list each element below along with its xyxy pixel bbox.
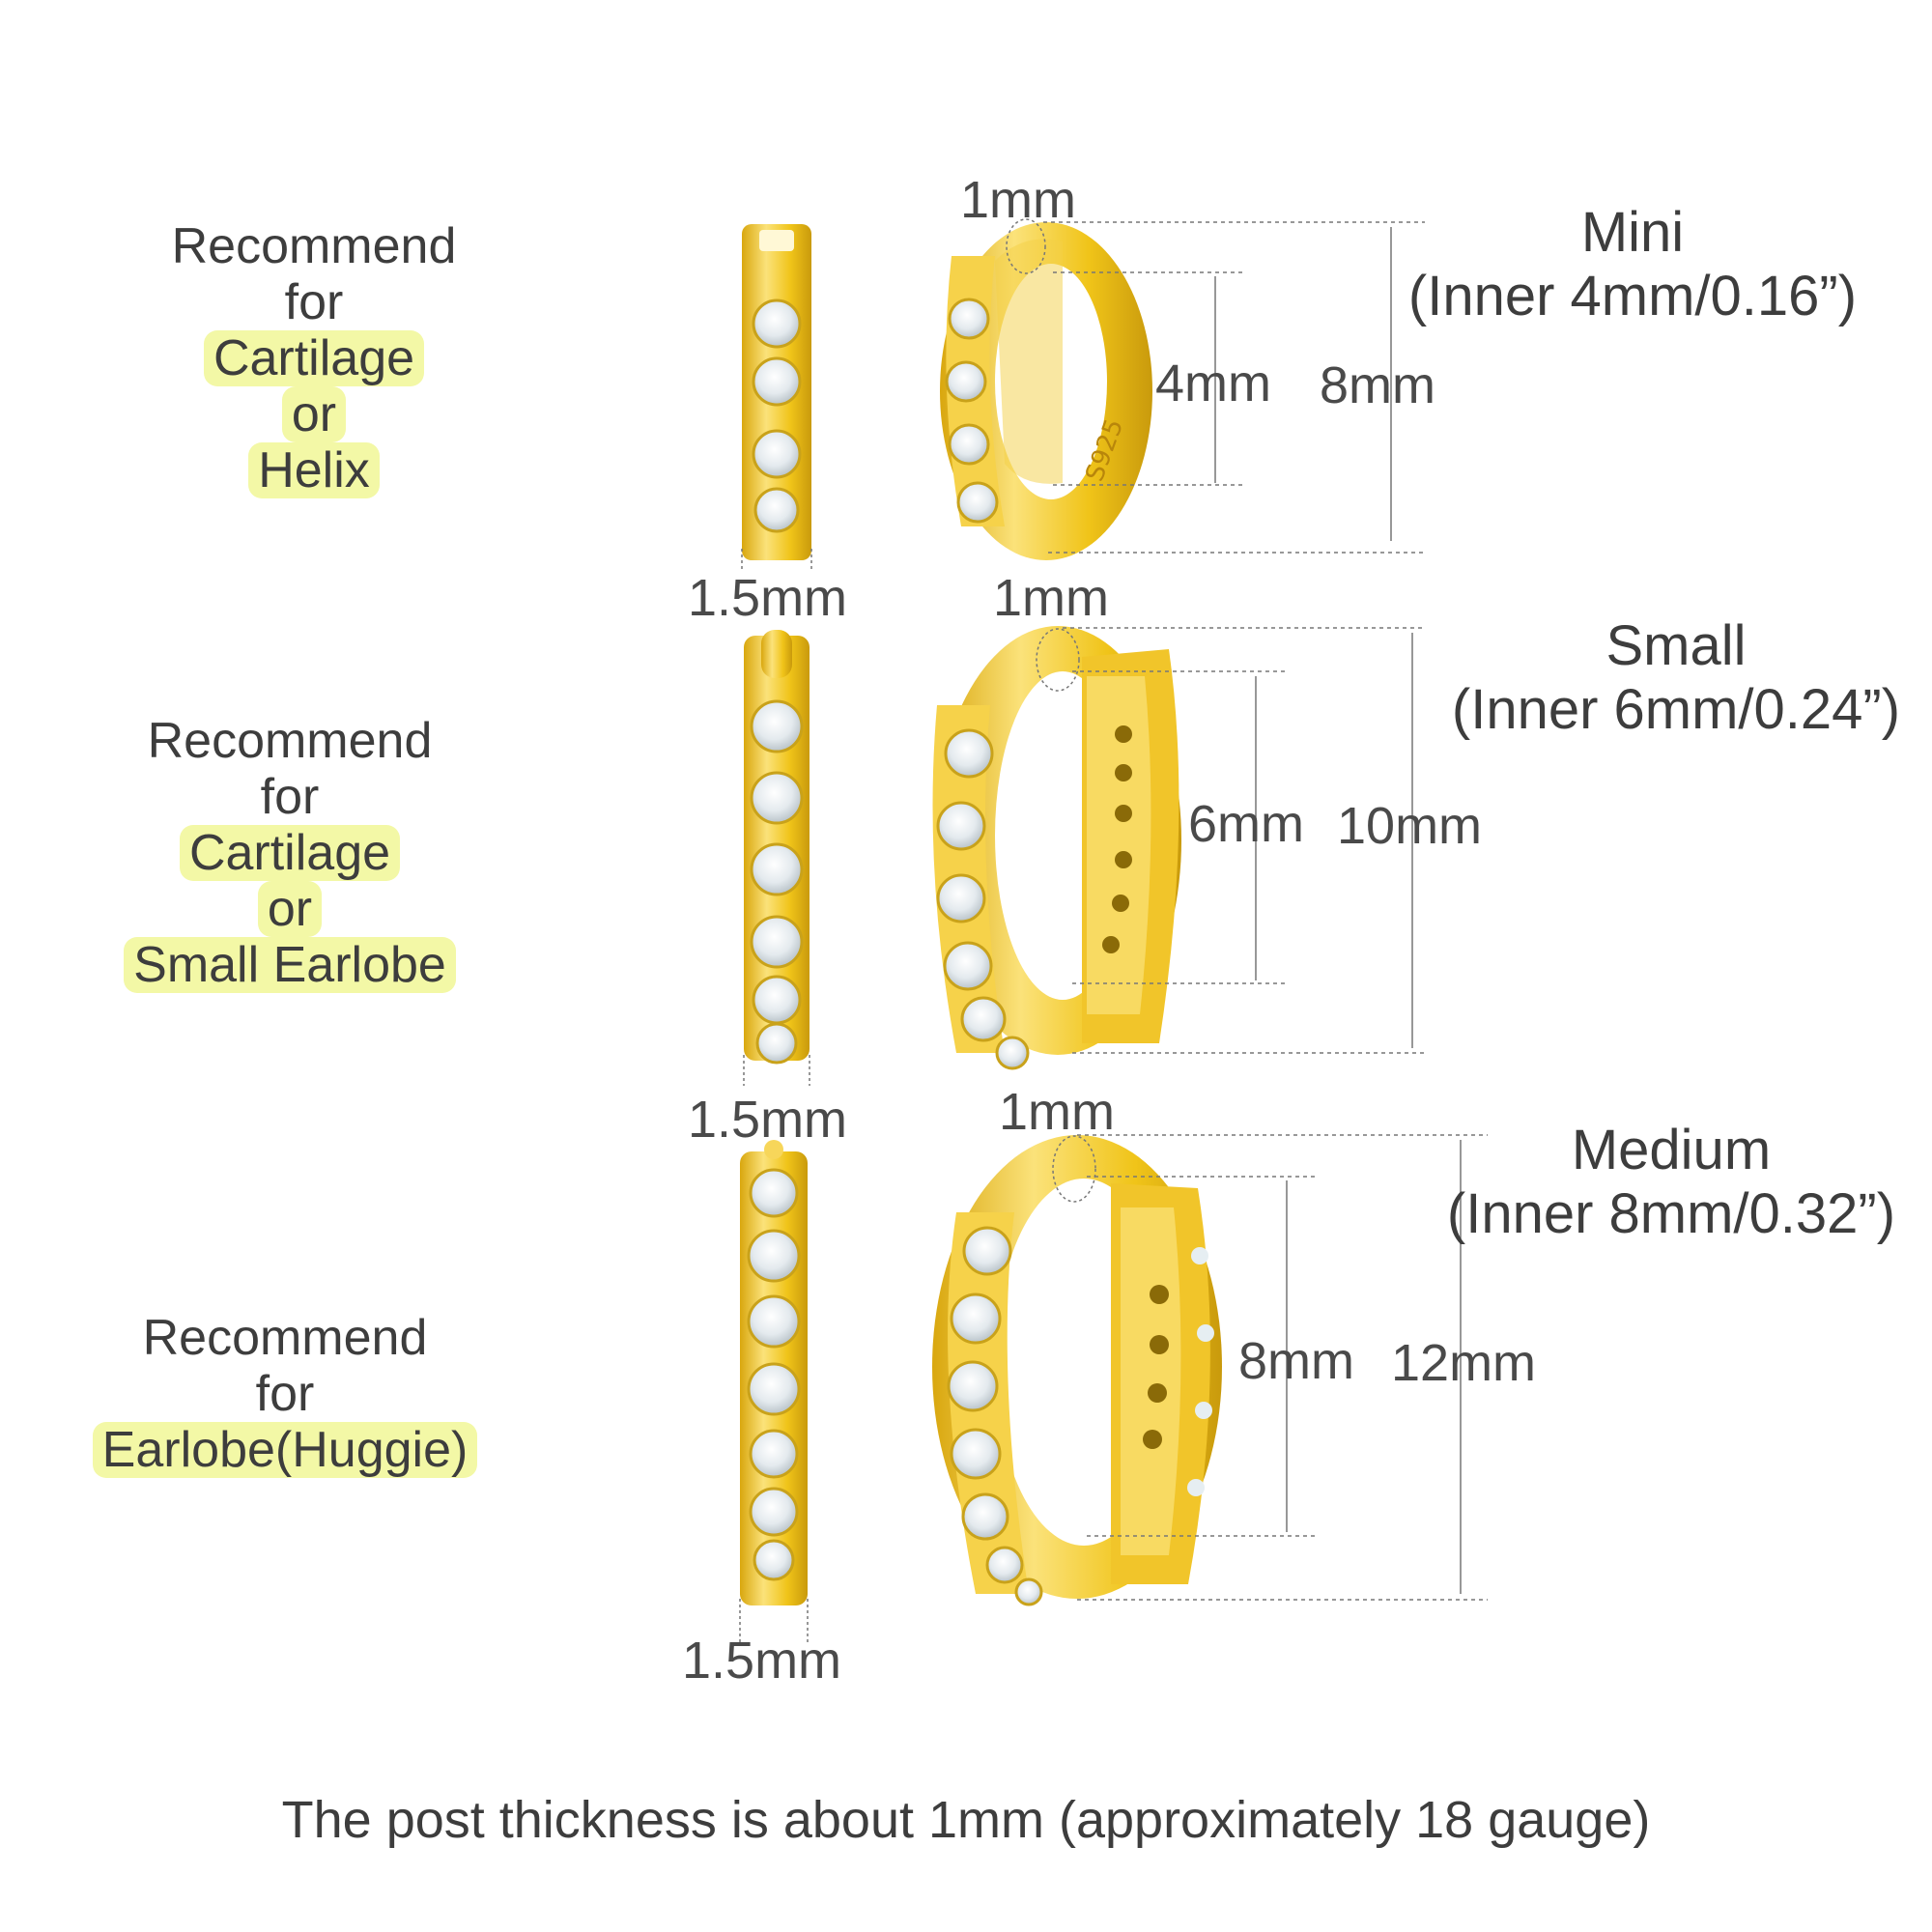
recommend-label: Recommend	[171, 218, 457, 274]
for-label: for	[255, 1366, 315, 1422]
mini-size-title: Mini (Inner 4mm/0.16”)	[1391, 201, 1874, 328]
for-label: for	[284, 274, 344, 330]
medium-size-title: Medium (Inner 8mm/0.32”)	[1420, 1119, 1922, 1246]
size-name: Small	[1605, 614, 1747, 677]
ear-type-highlight: Helix	[248, 442, 380, 498]
mini-gem-row	[752, 298, 802, 533]
medium-measure-lines	[739, 1134, 1488, 1642]
medium-band-width-label: 1.5mm	[682, 1632, 842, 1690]
small-size-title: Small (Inner 6mm/0.24”)	[1430, 614, 1922, 742]
ear-type-highlight: Earlobe(Huggie)	[92, 1422, 478, 1478]
recommend-label: Recommend	[147, 713, 433, 769]
size-name: Mini	[1580, 201, 1685, 264]
small-wire-thickness-label: 1mm	[993, 569, 1109, 627]
inner-size: (Inner 6mm/0.24”)	[1451, 678, 1901, 741]
mini-band-width-label: 1.5mm	[688, 569, 848, 627]
inner-size: (Inner 4mm/0.16”)	[1407, 265, 1858, 327]
medium-wire-thickness-label: 1mm	[999, 1083, 1115, 1141]
mini-inner-diameter-label: 4mm	[1155, 355, 1271, 412]
mini-outer-diameter-label: 8mm	[1320, 356, 1435, 414]
medium-gem-row	[747, 1168, 801, 1581]
recommend-label: Recommend	[142, 1310, 428, 1366]
mini-wire-thickness-label: 1mm	[960, 171, 1076, 229]
medium-outer-diameter-label: 12mm	[1391, 1334, 1537, 1392]
small-measure-lines	[743, 627, 1425, 1086]
mini-measure-lines	[741, 218, 1425, 572]
medium-earring-front-view	[740, 1140, 808, 1605]
small-gem-row	[750, 699, 804, 1065]
mini-recommendation: Recommend for Cartilage or Helix	[135, 218, 493, 498]
small-earring-front-view	[744, 630, 810, 1065]
size-name: Medium	[1571, 1119, 1772, 1181]
ear-type-highlight: or	[257, 881, 323, 937]
ear-type-highlight: Cartilage	[179, 825, 401, 881]
medium-earring-side-view	[932, 1135, 1222, 1606]
ear-type-highlight: Cartilage	[203, 330, 425, 386]
medium-inner-diameter-label: 8mm	[1238, 1332, 1354, 1390]
small-recommendation: Recommend for Cartilage or Small Earlobe	[106, 713, 473, 993]
inner-size: (Inner 8mm/0.32”)	[1446, 1182, 1896, 1245]
for-label: for	[260, 769, 320, 825]
small-earring-side-view	[932, 626, 1181, 1070]
mini-earring-front-view	[742, 224, 811, 560]
small-band-width-label: 1.5mm	[688, 1091, 848, 1149]
ear-type-highlight: or	[281, 386, 347, 442]
ear-type-highlight: Small Earlobe	[124, 937, 456, 993]
small-outer-diameter-label: 10mm	[1337, 797, 1483, 855]
post-thickness-note: The post thickness is about 1mm (approxi…	[281, 1791, 1651, 1849]
mini-earring-side-view: S925	[940, 222, 1152, 560]
small-inner-diameter-label: 6mm	[1188, 795, 1304, 853]
medium-recommendation: Recommend for Earlobe(Huggie)	[87, 1310, 483, 1478]
